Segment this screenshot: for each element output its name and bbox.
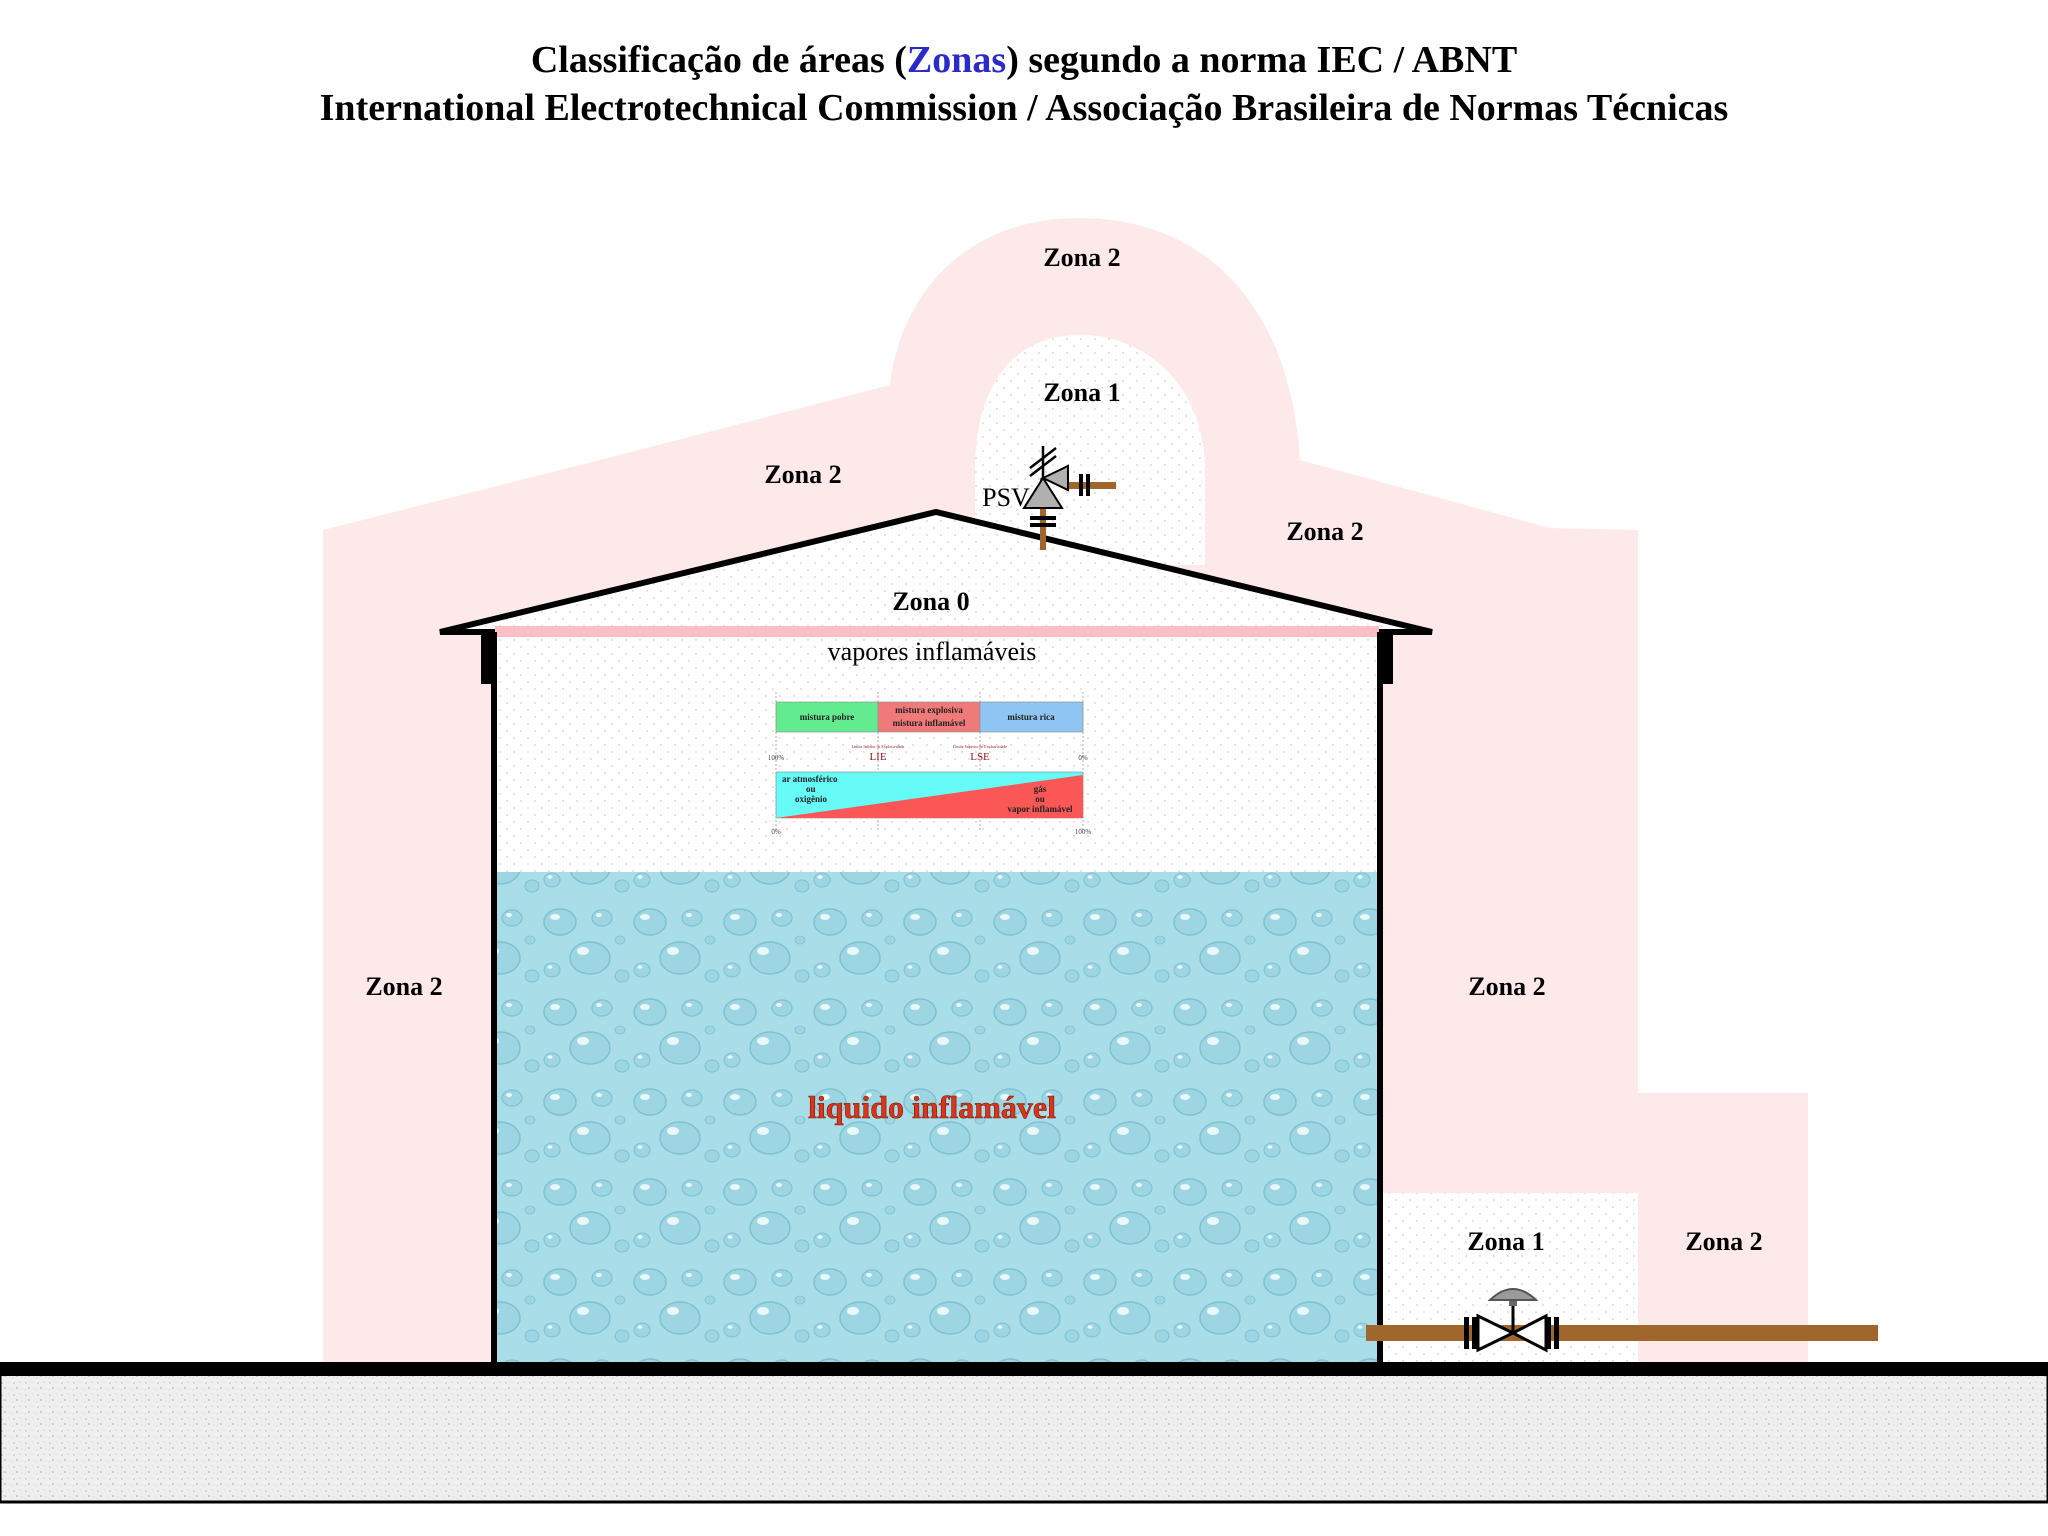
zone0-label: Zona 0 — [892, 587, 969, 616]
zone2-right-side-label: Zona 2 — [1468, 972, 1545, 1001]
ground — [0, 1362, 2048, 1504]
lie-label: LIE — [869, 751, 886, 763]
zone1-valve-label: Zona 1 — [1467, 1227, 1544, 1256]
title-text-b: ) segundo a norma IEC / ABNT — [1006, 39, 1518, 81]
gas-label-3: vapor inflamável — [1007, 804, 1073, 814]
diagram-title: Classificação de áreas (Zonas) segundo a… — [0, 36, 2048, 132]
vapors-label: vapores inflamáveis — [828, 637, 1037, 666]
bottom-scale-left: 0% — [771, 828, 781, 836]
vapor-space — [494, 632, 1380, 872]
mixture-rich-label: mistura rica — [1007, 712, 1055, 722]
roof-seal-line — [495, 626, 1379, 637]
gas-label-1: gás — [1034, 784, 1047, 794]
title-text-a: Classificação de áreas ( — [530, 39, 907, 81]
top-scale-left: 100% — [768, 754, 785, 762]
ground-top-edge — [0, 1362, 2048, 1376]
air-label-2: ou — [806, 784, 816, 794]
roof-flange-right — [1380, 632, 1393, 684]
bottom-scale-right: 100% — [1075, 828, 1092, 836]
top-scale-right: 0% — [1078, 754, 1088, 762]
outlet-pipe — [1366, 1325, 1878, 1341]
lse-note: Limite Superior de Explosividade — [953, 744, 1007, 749]
psv-label: PSV — [982, 483, 1030, 512]
gate-valve-icon — [1464, 1288, 1559, 1353]
air-label-3: oxigênio — [795, 794, 828, 804]
zone2-right-upper-label: Zona 2 — [1286, 517, 1363, 546]
mixture-poor-label: mistura pobre — [800, 712, 855, 722]
psv-valve-icon — [1022, 446, 1116, 550]
zone2-far-right-label: Zona 2 — [1685, 1227, 1762, 1256]
title-accent: Zonas — [906, 39, 1007, 81]
zone2-top-label: Zona 2 — [1043, 243, 1120, 272]
air-label-1: ar atmosférico — [782, 774, 838, 784]
flammable-liquid — [494, 872, 1380, 1362]
mixture-explosive-label: mistura explosiva — [895, 705, 963, 715]
zone1-top-label: Zona 1 — [1043, 378, 1120, 407]
lse-label: LSE — [970, 751, 990, 763]
gas-label-2: ou — [1035, 794, 1045, 804]
mixture-flammable-label: mistura inflamável — [893, 718, 966, 728]
title-line-1: Classificação de áreas (Zonas) segundo a… — [0, 36, 2048, 84]
zone2-left-upper-label: Zona 2 — [764, 460, 841, 489]
title-line-2: International Electrotechnical Commissio… — [319, 87, 1729, 129]
zone2-left-side-label: Zona 2 — [365, 972, 442, 1001]
roof-flange-left — [481, 632, 494, 684]
liquid-label: liquido inflamável — [808, 1089, 1056, 1125]
lie-note: Limite Inferior de Explosividade — [852, 744, 905, 749]
mixture-chart: mistura pobre mistura explosiva mistura … — [768, 692, 1092, 836]
